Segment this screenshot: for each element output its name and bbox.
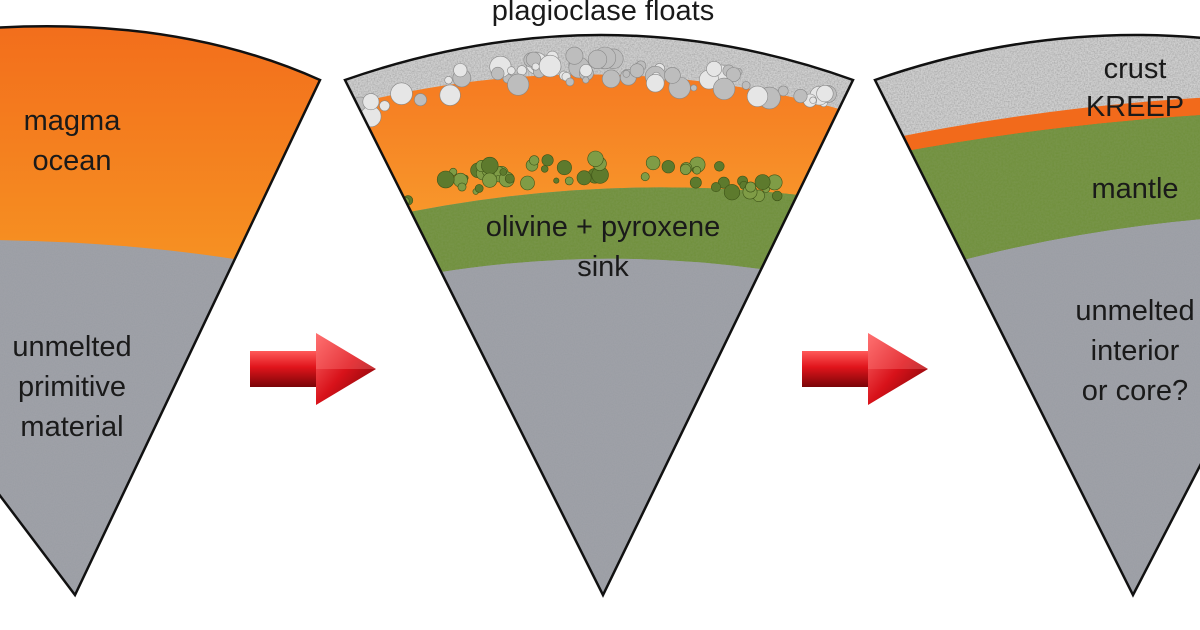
panel-1-wedge	[0, 25, 322, 598]
olivine-crystal	[474, 184, 484, 193]
olivine-crystal	[520, 175, 535, 191]
plagioclase-crystal	[531, 62, 540, 71]
plagioclase-crystal	[439, 84, 461, 106]
plagioclase-crystal	[746, 85, 769, 107]
magma-label-line1: magma	[24, 105, 122, 137]
plagioclase-crystal	[538, 54, 562, 78]
olivine-crystal	[692, 166, 702, 175]
plagioclase-crystal	[646, 73, 665, 93]
olivine-crystal	[564, 176, 574, 186]
plagioclase-crystal	[507, 66, 516, 75]
olivine-crystal	[529, 155, 540, 166]
olivine-crystal	[723, 184, 741, 201]
olivine-crystal	[661, 160, 675, 174]
interior-label-line1: unmelted	[12, 331, 131, 363]
olivine-crystal	[745, 181, 756, 193]
olivine-crystal	[710, 182, 721, 193]
plagioclase-crystal	[507, 73, 530, 96]
olivine-crystals	[400, 150, 783, 206]
plagioclase-crystal	[706, 61, 722, 77]
plagioclase-crystal	[726, 67, 741, 82]
olivine-crystal	[587, 150, 604, 167]
olivine-crystal	[771, 190, 783, 202]
olivine-crystal	[645, 155, 661, 171]
plagioclase-crystal	[565, 77, 575, 87]
plagioclase-crystal	[362, 93, 380, 111]
plagioclase-crystal	[664, 67, 681, 84]
plagioclase-crystal	[601, 69, 621, 89]
olivine-crystal	[689, 176, 702, 189]
plagioclase-crystal	[390, 82, 413, 105]
interior-label-line2: primitive	[18, 371, 126, 403]
plagioclase-crystal	[565, 46, 584, 65]
olivine-crystal	[556, 160, 572, 176]
crust-label: crust	[1104, 53, 1167, 85]
plagioclase-crystal	[379, 100, 390, 112]
olivine-crystal	[457, 182, 467, 192]
olivine-label-line2: sink	[577, 251, 629, 283]
interior-label-line3: or core?	[1082, 375, 1188, 407]
magma-label-line2: ocean	[32, 145, 111, 177]
plagioclase-crystal	[491, 66, 505, 81]
olivine-crystal	[482, 172, 498, 188]
olivine-crystal	[499, 168, 508, 176]
olivine-crystal	[679, 163, 692, 175]
plagioclase-crystal	[582, 76, 590, 84]
olivine-crystal	[541, 154, 554, 167]
interior-label-line2: interior	[1091, 335, 1180, 367]
red-arrow-right-icon	[802, 333, 928, 405]
plagioclase-crystal	[793, 89, 808, 104]
red-arrow-right-icon	[250, 333, 376, 405]
plagioclase-crystal	[444, 76, 453, 85]
plagioclase-crystal	[816, 84, 834, 103]
olivine-crystal	[576, 170, 592, 186]
olivine-crystal	[540, 165, 549, 173]
plagioclase-label: plagioclase floats	[492, 0, 714, 27]
plagioclase-crystal	[587, 49, 608, 70]
plagioclase-crystal	[777, 85, 789, 97]
plagioclase-crystal	[453, 63, 468, 78]
interior-label-line3: material	[20, 411, 123, 443]
olivine-crystal	[436, 170, 455, 189]
mantle-label: mantle	[1091, 173, 1178, 205]
olivine-label-line1: olivine + pyroxene	[486, 211, 721, 243]
olivine-crystal	[553, 177, 560, 184]
plagioclase-crystal	[579, 64, 593, 78]
interior-label-line1: unmelted	[1075, 295, 1194, 327]
plagioclase-crystal	[712, 77, 736, 100]
panel-2-outline	[343, 33, 855, 598]
plagioclase-crystal	[690, 84, 698, 92]
olivine-crystal	[481, 156, 499, 175]
olivine-crystal	[714, 161, 725, 172]
kreep-label: KREEP	[1086, 91, 1184, 123]
olivine-crystal	[754, 174, 771, 190]
panel-1-outline	[0, 25, 322, 598]
plagioclase-crystal	[809, 96, 817, 104]
plagioclase-crystal	[629, 63, 645, 78]
plagioclase-crystal	[622, 70, 631, 78]
olivine-crystal	[640, 172, 650, 182]
plagioclase-crystal	[741, 81, 751, 90]
panel-3-outline	[873, 33, 1200, 598]
plagioclase-crystal	[414, 93, 427, 107]
panel-2-wedge	[343, 33, 855, 598]
olivine-crystal	[504, 173, 515, 184]
